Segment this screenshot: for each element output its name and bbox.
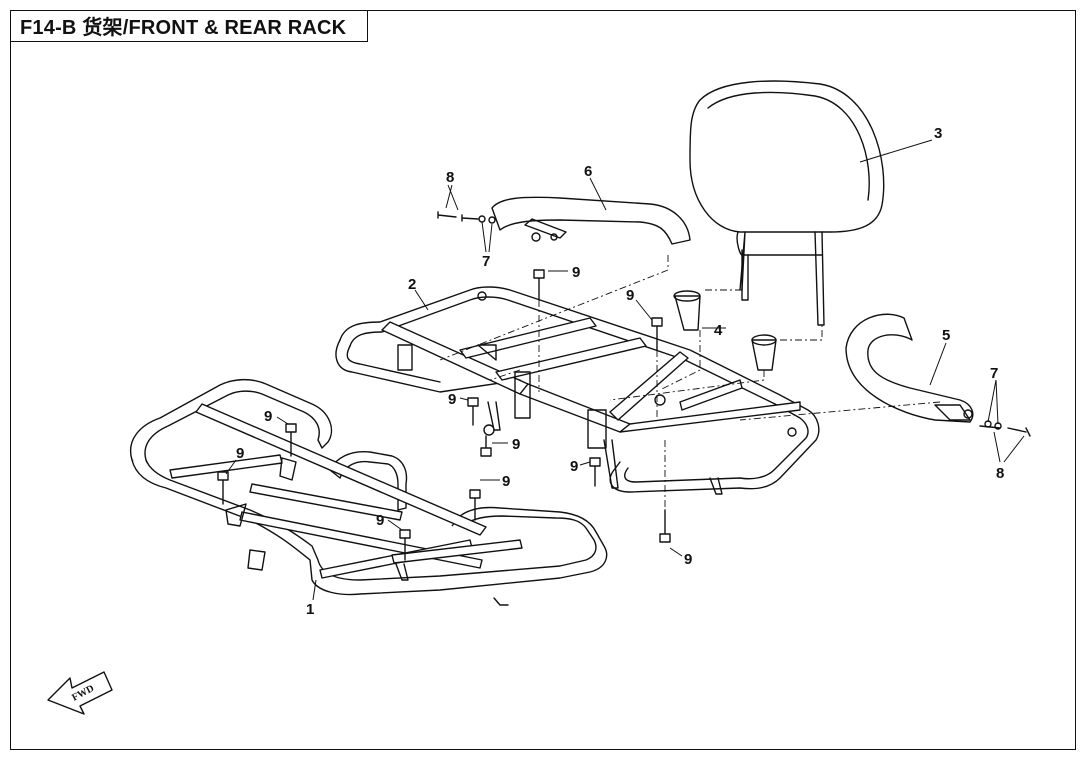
drawing-frame bbox=[10, 10, 1076, 750]
backrest-pad bbox=[689, 80, 885, 326]
callout-7-left: 7 bbox=[482, 253, 490, 270]
callout-9-d: 9 bbox=[512, 436, 520, 453]
callout-6: 6 bbox=[584, 163, 592, 180]
rear-rack bbox=[335, 286, 820, 495]
callout-numbers: 8 7 6 9 9 2 4 3 5 7 8 9 9 9 9 9 9 9 9 1 bbox=[236, 125, 1004, 618]
callout-8-right: 8 bbox=[996, 465, 1004, 482]
callout-9-f: 9 bbox=[684, 551, 692, 568]
callout-1: 1 bbox=[306, 601, 314, 618]
right-grab-handle bbox=[845, 313, 974, 423]
assembly-lines bbox=[439, 255, 941, 510]
front-rack bbox=[129, 378, 608, 606]
callout-9-h: 9 bbox=[236, 445, 244, 462]
callout-9-j: 9 bbox=[376, 512, 384, 529]
callout-3: 3 bbox=[934, 125, 942, 142]
title-box: F14-B 货架/FRONT & REAR RACK bbox=[10, 10, 368, 42]
callout-8-left: 8 bbox=[446, 169, 454, 186]
callout-4: 4 bbox=[714, 322, 723, 339]
hardware-fasteners bbox=[217, 211, 1031, 561]
callout-2: 2 bbox=[408, 276, 416, 293]
callout-5: 5 bbox=[942, 327, 950, 344]
callout-9-i: 9 bbox=[502, 473, 510, 490]
left-grab-handle bbox=[491, 196, 691, 245]
callout-9-e: 9 bbox=[570, 458, 578, 475]
leader-lines bbox=[225, 139, 1025, 601]
callout-9-g: 9 bbox=[264, 408, 272, 425]
callout-7-right: 7 bbox=[990, 365, 998, 382]
fwd-arrow-icon: FWD bbox=[47, 671, 113, 715]
bushings bbox=[673, 290, 777, 371]
page-title: F14-B 货架/FRONT & REAR RACK bbox=[20, 17, 347, 39]
callout-9-c: 9 bbox=[448, 391, 456, 408]
callout-9-b: 9 bbox=[626, 287, 634, 304]
callout-9-a: 9 bbox=[572, 264, 580, 281]
